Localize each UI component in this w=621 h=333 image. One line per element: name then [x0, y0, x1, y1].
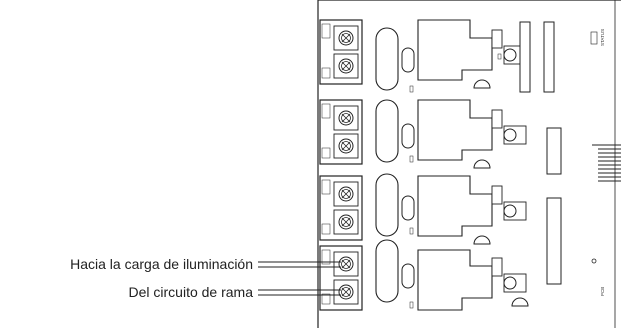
led: [590, 31, 598, 45]
mounting-hole: [503, 204, 517, 218]
triac-heatsink: [417, 99, 493, 161]
transistor: [473, 79, 491, 89]
fuse: [401, 47, 415, 73]
triac: [491, 29, 503, 49]
silk-status: STATUS: [600, 29, 605, 46]
channel-4: [319, 239, 529, 311]
fuse: [401, 123, 415, 149]
triac-heatsink: [417, 19, 493, 81]
transistor: [473, 235, 491, 245]
channel-3: [319, 173, 527, 245]
triac-heatsink: [417, 249, 493, 311]
triac: [491, 109, 503, 129]
wire-to-load: [258, 261, 341, 268]
mounting-hole: [503, 276, 517, 290]
channel-2: [319, 99, 527, 169]
ic-chip: [519, 21, 531, 93]
ic-chip: [543, 21, 555, 93]
label-from-branch-circuit: Del circuito de rama: [128, 284, 254, 300]
mounting-hole: [591, 258, 597, 264]
silk-pcb-id: PCB: [600, 287, 605, 296]
capacitor: [375, 239, 399, 303]
mounting-hole: [503, 48, 517, 62]
fuse: [401, 263, 415, 289]
triac: [491, 185, 503, 205]
ic-chip: [546, 197, 562, 285]
triac-heatsink: [417, 175, 493, 237]
ic-chip: [546, 127, 562, 175]
capacitor: [375, 173, 399, 237]
label-to-lighting-load: Hacia la carga de iluminación: [70, 256, 253, 272]
fuse: [401, 195, 415, 221]
wire-from-branch: [258, 289, 341, 296]
connector-header: [592, 144, 621, 182]
transistor: [511, 297, 529, 307]
transistor: [473, 159, 491, 169]
capacitor: [375, 27, 399, 91]
board-outline: [317, 0, 621, 328]
channel-1: [319, 19, 527, 93]
triac: [491, 257, 503, 277]
mounting-hole: [503, 128, 517, 142]
capacitor: [375, 99, 399, 163]
